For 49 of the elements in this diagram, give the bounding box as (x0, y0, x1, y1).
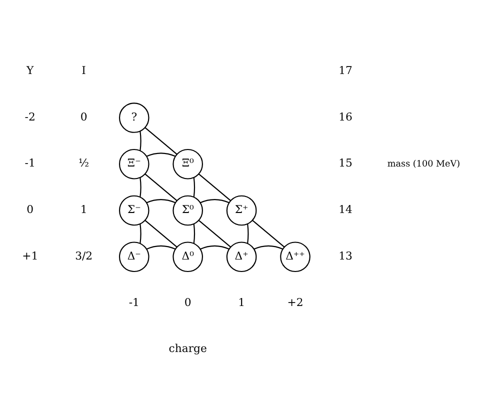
label: mass (100 MeV) (386, 158, 460, 169)
label: 16 (338, 110, 352, 123)
label: 17 (338, 63, 352, 76)
connector (144, 219, 177, 247)
label: +1 (22, 248, 38, 262)
node-circle: Δ⁻ (118, 241, 149, 272)
label: 15 (338, 156, 352, 170)
label: Y (26, 63, 34, 76)
connector (246, 223, 248, 244)
label: -1 (128, 295, 139, 308)
connector (253, 244, 282, 250)
connector (192, 223, 195, 244)
node-circle: Ξ⁰ (172, 148, 202, 179)
connector (139, 223, 141, 244)
connector (200, 198, 229, 203)
label: -1 (24, 156, 35, 170)
label: 3/2 (74, 248, 92, 262)
label: 1 (238, 295, 245, 308)
label: I (81, 63, 86, 76)
connector (200, 244, 229, 250)
connector (144, 173, 177, 200)
label: 13 (338, 248, 352, 262)
label: 0 (26, 202, 34, 216)
connector (252, 219, 284, 247)
label: charge (168, 342, 206, 355)
connector (139, 177, 141, 197)
node-circle: Ξ⁻ (118, 148, 149, 179)
node-circle: Σ⁻ (118, 194, 149, 226)
connector (198, 173, 230, 200)
label: 1 (80, 202, 87, 216)
node-circle: Σ⁺ (226, 194, 256, 226)
connector (192, 177, 195, 197)
node-circle: Σ⁰ (172, 194, 202, 226)
connector (198, 219, 230, 247)
label: -2 (24, 110, 35, 123)
label: ½ (78, 156, 89, 170)
connector (146, 244, 175, 250)
label: 0 (80, 110, 87, 123)
node-circle: Δ⁺ (226, 241, 256, 272)
connector (146, 198, 175, 203)
label: 14 (338, 202, 352, 216)
label: +2 (286, 295, 303, 308)
connector (146, 152, 175, 156)
connector (139, 130, 141, 150)
node-circle: ? (118, 102, 149, 132)
node-circle: Δ⁰ (172, 241, 202, 272)
label: 0 (184, 295, 191, 308)
connector (144, 126, 177, 154)
node-circle: Δ⁺⁺ (280, 241, 310, 272)
